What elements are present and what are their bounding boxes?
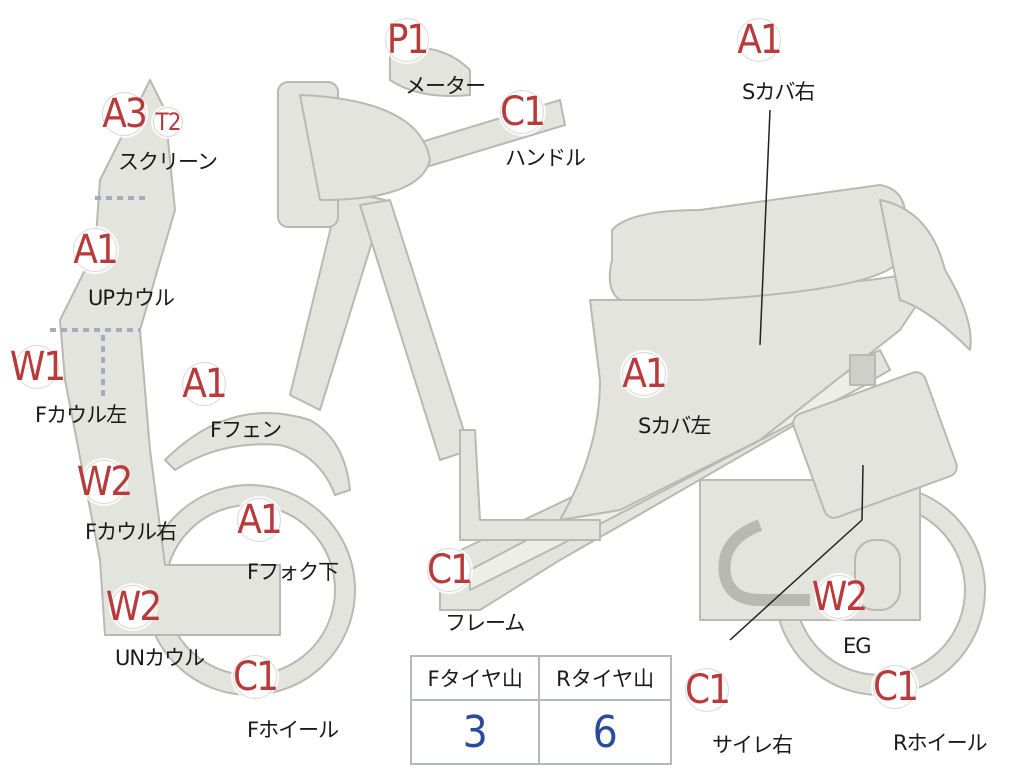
a1-ffen-badge: A1 [182, 361, 228, 407]
rwheel-label: Rホイール [893, 731, 988, 755]
rear-tread-value: 6 [538, 699, 672, 765]
a1-ffen-code: A1 [182, 361, 227, 407]
t2-code: T2 [155, 108, 182, 136]
a3-badge: A3 [102, 91, 148, 137]
w2-uncowl-code: W2 [105, 584, 163, 630]
c1-frame-badge: C1 [426, 547, 473, 593]
fcowl-r-label: Fカウル右 [85, 520, 177, 544]
scover-l-label: Sカバ左 [638, 414, 711, 438]
a1-scover-r-badge: A1 [737, 17, 783, 63]
front-tread-header: Fタイヤ山 [409, 655, 541, 701]
a1-scover-l-badge: A1 [622, 351, 668, 397]
a1-ffork-code: A1 [237, 497, 282, 543]
c1-muffler-code: C1 [684, 667, 731, 713]
fwheel-label: Fホイール [247, 718, 339, 742]
c1-rwheel-badge: C1 [872, 664, 919, 710]
t2-badge: T2 [153, 107, 183, 137]
screen-label: スクリーン [118, 150, 218, 174]
a1-scover-l-code: A1 [622, 351, 667, 397]
a3-code: A3 [102, 91, 147, 137]
c1-muffler-badge: C1 [684, 667, 731, 713]
c1-handle-badge: C1 [499, 89, 546, 135]
front-fender [164, 412, 351, 496]
muffler-label: サイレ右 [712, 733, 793, 757]
ffork-label: Fフォク下 [247, 560, 339, 584]
rear-tread-header: Rタイヤ山 [538, 655, 672, 701]
handle-label: ハンドル [505, 146, 586, 170]
ffen-label: Fフェン [210, 418, 282, 442]
side-cover [559, 269, 941, 521]
meter-label: メーター [405, 74, 486, 98]
exhaust-pipe [718, 519, 810, 606]
w2-eg-code: W2 [811, 574, 869, 620]
tire-tread-table: Fタイヤ山 Rタイヤ山 3 6 [409, 655, 672, 765]
w1-badge: W1 [10, 345, 66, 389]
w2-fcowl-r-badge: W2 [77, 460, 133, 504]
upcowl-label: UPカウル [88, 286, 175, 310]
w1-code: W1 [9, 344, 67, 390]
c1-fwheel-code: C1 [232, 654, 279, 700]
fcowl-l-label: Fカウル左 [35, 403, 127, 427]
p1-code: P1 [386, 17, 430, 63]
p1-badge: P1 [385, 18, 429, 62]
tail [879, 199, 972, 351]
a1-upcowl-code: A1 [73, 227, 118, 273]
a1-ffork-badge: A1 [237, 497, 283, 543]
c1-rwheel-code: C1 [872, 664, 919, 710]
eg-label: EG [843, 634, 872, 658]
c1-handle-code: C1 [499, 89, 546, 135]
a1-upcowl-badge: A1 [73, 227, 119, 273]
uncowl-label: UNカウル [115, 646, 205, 670]
air-cleaner [792, 371, 958, 519]
w2-fcowl-r-code: W2 [76, 459, 134, 505]
a1-scover-r-code: A1 [737, 17, 782, 63]
c1-fwheel-badge: C1 [232, 654, 279, 700]
front-tread-value: 3 [409, 699, 541, 765]
scover-r-label: Sカバ右 [742, 80, 815, 104]
frame-label: フレーム [445, 611, 525, 635]
c1-frame-code: C1 [426, 547, 473, 593]
w2-uncowl-badge: W2 [106, 585, 162, 629]
w2-eg-badge: W2 [812, 575, 868, 619]
